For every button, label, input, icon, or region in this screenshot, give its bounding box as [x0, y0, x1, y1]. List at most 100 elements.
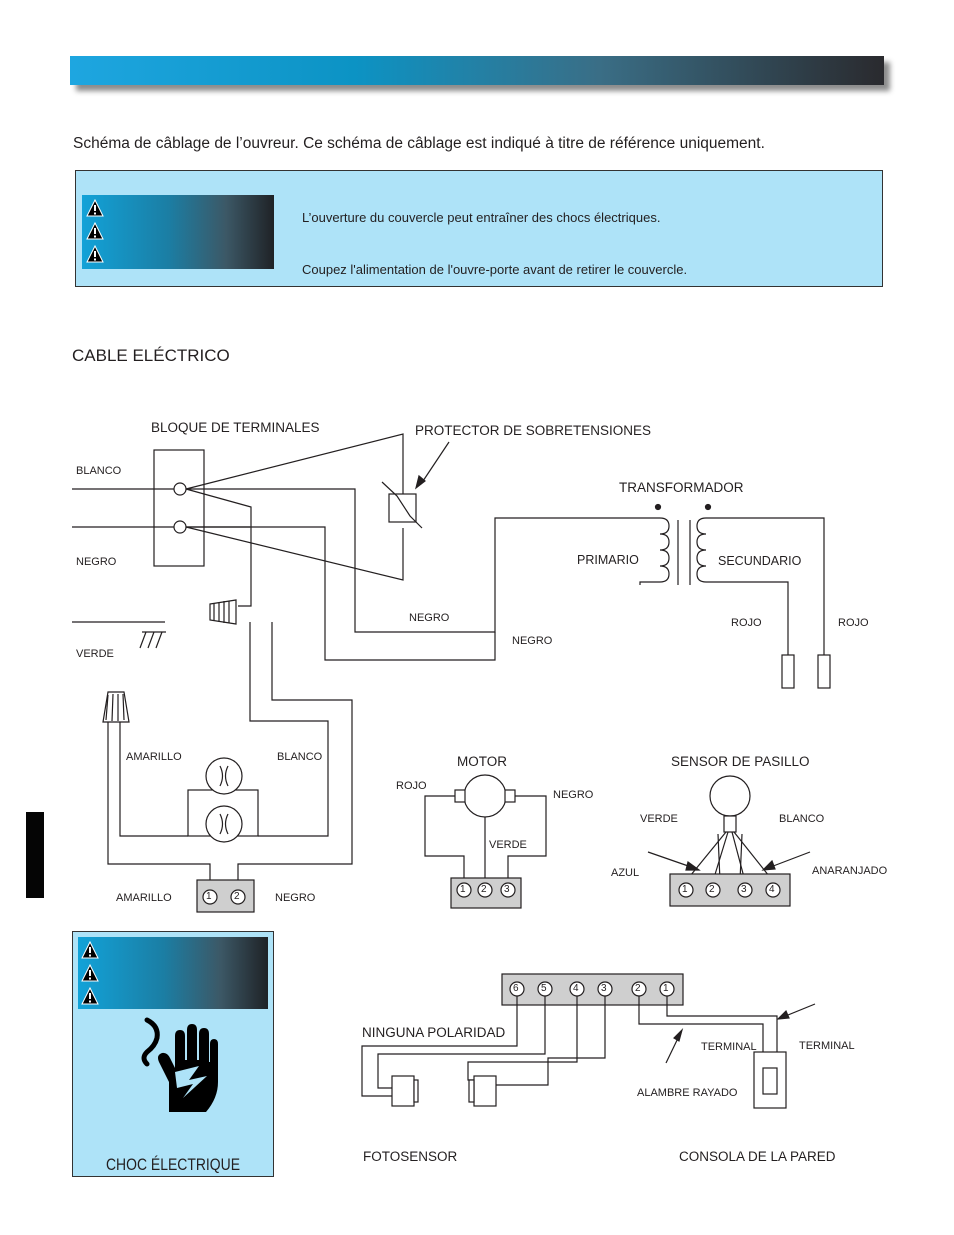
- section-title: CABLE ELÉCTRICO: [72, 346, 230, 365]
- shock-warning-box: CHOC ÉLECTRIQUE: [72, 931, 274, 1177]
- photosensor-left: [391, 1075, 415, 1107]
- label-negro: NEGRO: [76, 556, 117, 568]
- label-hs-naranja: ANARANJADO: [812, 865, 888, 877]
- label-negro-wire: NEGRO: [512, 635, 553, 647]
- wire-amarillo-cap: [119, 722, 188, 837]
- header-banner: [70, 56, 884, 85]
- side-tab: [26, 812, 44, 898]
- wire-blanco-cap-loop: [249, 622, 329, 837]
- surge-arrowhead: [414, 474, 426, 490]
- photo-wire-2: [377, 996, 546, 1089]
- warning-triangle-icon: [86, 222, 104, 240]
- label-hs-verde: VERDE: [640, 813, 678, 825]
- terminal-number: 1: [206, 891, 212, 902]
- label-negro-term: NEGRO: [275, 892, 316, 904]
- warning-line-2: Coupez l'alimentation de l'ouvre-porte a…: [302, 262, 688, 277]
- label-wall-console: CONSOLA DE LA PARED: [679, 1149, 836, 1164]
- wire-negro-primary: [186, 488, 660, 633]
- label-terminal: TERMINAL: [701, 1041, 757, 1053]
- label-terminal-block: BLOQUE DE TERMINALES: [151, 420, 320, 435]
- red-connector-right: [817, 654, 831, 689]
- wire-to-protector-top: [185, 433, 404, 498]
- console-wire-1: [638, 996, 764, 1052]
- terminal-number: 1: [663, 983, 669, 994]
- warning-triangle-icon: [81, 987, 99, 1005]
- label-hs-blanco: BLANCO: [779, 813, 825, 825]
- wire-negro-capterm: [237, 622, 353, 880]
- terminal-screw: [173, 482, 187, 496]
- terminal-number: 2: [709, 884, 715, 895]
- motor-wire-negro: [507, 795, 547, 881]
- label-motor: MOTOR: [457, 754, 507, 769]
- shock-warning-header: [78, 937, 268, 1009]
- photosensor-right: [473, 1075, 497, 1107]
- label-amarillo-term: AMARILLO: [116, 892, 172, 904]
- wire-blanco-cap: [185, 488, 252, 607]
- photo-wire-1: [361, 996, 518, 1097]
- terminal-number: 3: [601, 983, 607, 994]
- label-photosensor: FOTOSENSOR: [363, 1149, 458, 1164]
- wire-to-protector-bottom: [185, 526, 404, 581]
- label-terminal: TERMINAL: [799, 1040, 855, 1052]
- warning-triangle-icon: [86, 199, 104, 217]
- terminal-number: 2: [635, 983, 641, 994]
- red-connector-left: [781, 654, 795, 689]
- label-surge-protector: PROTECTOR DE SOBRETENSIONES: [415, 423, 652, 438]
- terminal-number: 4: [769, 884, 775, 895]
- terminal-number: 2: [234, 891, 240, 902]
- label-rojo: ROJO: [731, 617, 762, 629]
- terminal-number: 3: [504, 884, 510, 895]
- label-hs-azul: AZUL: [611, 867, 640, 879]
- wire-nut-icon: [209, 599, 237, 625]
- label-amarillo: AMARILLO: [126, 751, 182, 763]
- label-motor-rojo: ROJO: [396, 780, 427, 792]
- label-hall-sensor: SENSOR DE PASILLO: [671, 754, 810, 769]
- warning-header: [82, 195, 274, 269]
- terminal-number: 5: [541, 983, 547, 994]
- shock-caption: CHOC ÉLECTRIQUE: [105, 1155, 240, 1174]
- capacitor-bottom: [205, 805, 243, 843]
- label-secondary: SECUNDARIO: [718, 554, 802, 568]
- main-terminal-block: [501, 973, 684, 1006]
- terminal-screw: [173, 520, 187, 534]
- terminal-number: 2: [481, 884, 487, 895]
- terminal-block: [153, 449, 205, 567]
- label-verde: VERDE: [76, 648, 114, 660]
- wire-negro-2: [186, 526, 496, 661]
- intro-text: Schéma de câblage de l’ouvreur. Ce schém…: [73, 135, 765, 152]
- terminal-number: 1: [682, 884, 688, 895]
- ground-symbol: [72, 621, 166, 649]
- label-no-polarity: NINGUNA POLARIDAD: [362, 1025, 506, 1040]
- motor-body: [463, 774, 507, 818]
- warning-triangle-icon: [81, 941, 99, 959]
- label-blanco: BLANCO: [76, 465, 122, 477]
- label-motor-verde: VERDE: [489, 839, 527, 851]
- warning-line-1: L’ouverture du couvercle peut entraîner …: [302, 210, 661, 225]
- terminal-number: 4: [573, 983, 579, 994]
- photo-wire-4: [492, 996, 606, 1086]
- console-wire-2: [666, 996, 778, 1052]
- surge-arrow: [420, 441, 450, 485]
- electric-shock-hand-icon: [141, 1017, 218, 1112]
- label-blanco-cap: BLANCO: [277, 751, 323, 763]
- hall-sensor-body: [709, 775, 751, 817]
- terminal-number: 3: [741, 884, 747, 895]
- capacitor-top: [205, 757, 243, 795]
- wire-nut-icon: [102, 691, 130, 723]
- terminal-number: 6: [513, 983, 519, 994]
- label-transformer: TRANSFORMADOR: [619, 480, 744, 495]
- warning-triangle-icon: [86, 245, 104, 263]
- label-striped-wire: ALAMBRE RAYADO: [637, 1087, 738, 1099]
- label-primary: PRIMARIO: [577, 553, 639, 567]
- warning-box: L’ouverture du couvercle peut entraîner …: [75, 170, 883, 287]
- motor-wire-rojo: [424, 795, 465, 881]
- label-motor-negro: NEGRO: [553, 789, 594, 801]
- label-rojo: ROJO: [838, 617, 869, 629]
- terminal-number: 1: [460, 884, 466, 895]
- surge-protector-slash: [381, 481, 423, 529]
- warning-triangle-icon: [81, 964, 99, 982]
- label-negro-wire: NEGRO: [409, 612, 450, 624]
- wire-amarillo-term: [107, 722, 211, 880]
- transformer: [639, 503, 825, 655]
